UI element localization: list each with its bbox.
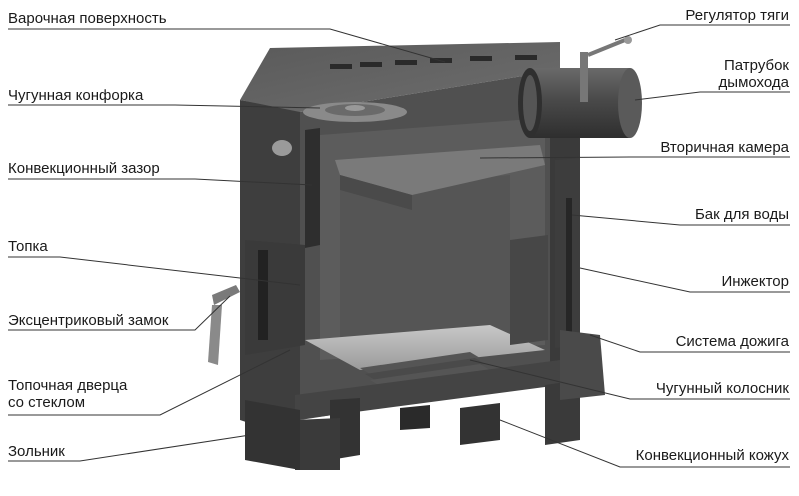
leader-afterburning-system [589, 334, 790, 353]
leader-lines [8, 24, 790, 468]
label-cast-iron-grate: Чугунный колосник [655, 380, 789, 397]
label-chimney-pipe: Патрубок дымохода [718, 57, 789, 91]
label-water-tank: Бак для воды [694, 206, 789, 223]
ash-pan-shape [245, 400, 300, 470]
label-convection-gap: Конвекционный зазор [8, 160, 160, 177]
leader-injector [579, 267, 790, 293]
leader-draft-regulator [614, 24, 790, 41]
label-secondary-chamber: Вторичная камера [660, 139, 789, 156]
leader-firebox [8, 256, 301, 286]
leader-secondary-chamber [479, 156, 790, 159]
label-injector: Инжектор [721, 273, 789, 290]
label-draft-regulator: Регулятор тяги [685, 7, 789, 24]
leader-eccentric-lock [8, 295, 231, 331]
leader-water-tank [571, 214, 790, 226]
leader-cast-iron-burner [8, 104, 321, 109]
convection-gap-wall [305, 128, 320, 248]
leader-chimney-pipe [634, 91, 790, 101]
burner-ring [303, 102, 407, 122]
firebox-interior [305, 118, 548, 392]
leader-convection-gap [8, 178, 313, 186]
draft-regulator-rod [580, 36, 632, 102]
label-firebox: Топка [8, 238, 48, 255]
leader-convection-casing [499, 419, 790, 468]
label-cast-iron-burner: Чугунная конфорка [8, 87, 144, 104]
door-assembly [208, 240, 305, 365]
label-eccentric-lock: Эксцентриковый замок [8, 312, 169, 329]
leader-firebox-door [8, 349, 291, 416]
label-afterburning-system: Система дожига [675, 333, 789, 350]
leader-cast-iron-grate [469, 359, 790, 400]
label-ash-pan: Зольник [8, 443, 65, 460]
right-column [555, 158, 605, 400]
label-convection-casing: Конвекционный кожух [635, 447, 789, 464]
leader-ash-pan [8, 434, 251, 462]
label-cooking-surface: Варочная поверхность [8, 10, 167, 27]
sight-oval [272, 140, 292, 156]
leader-cooking-surface [8, 28, 446, 63]
label-firebox-door: Топочная дверца со стеклом [8, 377, 128, 411]
